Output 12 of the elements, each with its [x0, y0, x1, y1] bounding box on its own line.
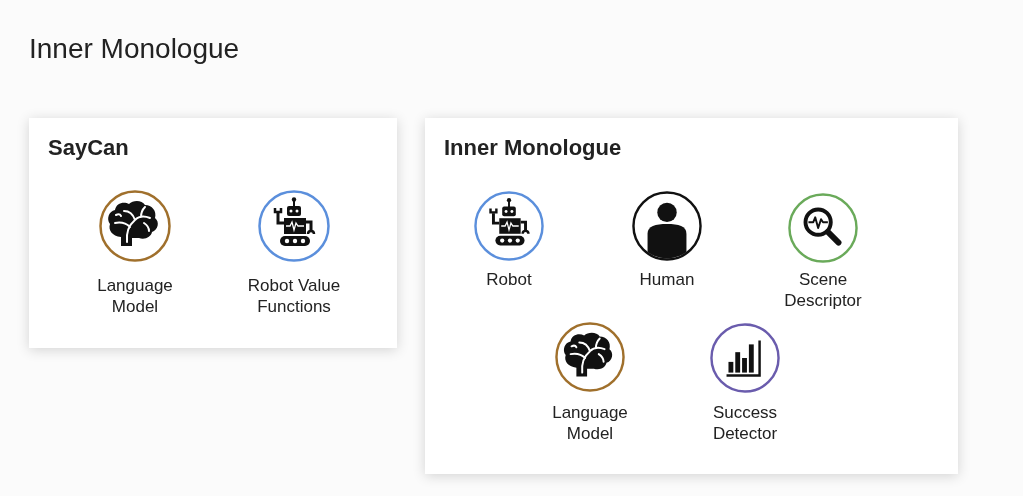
- node-label: Scene Descriptor: [783, 269, 863, 311]
- node-label: Success Detector: [711, 402, 779, 444]
- node-label: Robot: [486, 269, 532, 290]
- node-label: Robot Value Functions: [246, 275, 342, 317]
- panel-card: [425, 118, 958, 474]
- node-label: Language Model: [551, 402, 629, 444]
- panel-card: [29, 118, 397, 348]
- panel-heading: Inner Monologue: [444, 134, 622, 162]
- node-label: Language Model: [96, 275, 174, 317]
- panel-heading: SayCan: [48, 134, 129, 162]
- node-label: Human: [639, 269, 695, 290]
- page-title: Inner Monologue: [29, 32, 240, 66]
